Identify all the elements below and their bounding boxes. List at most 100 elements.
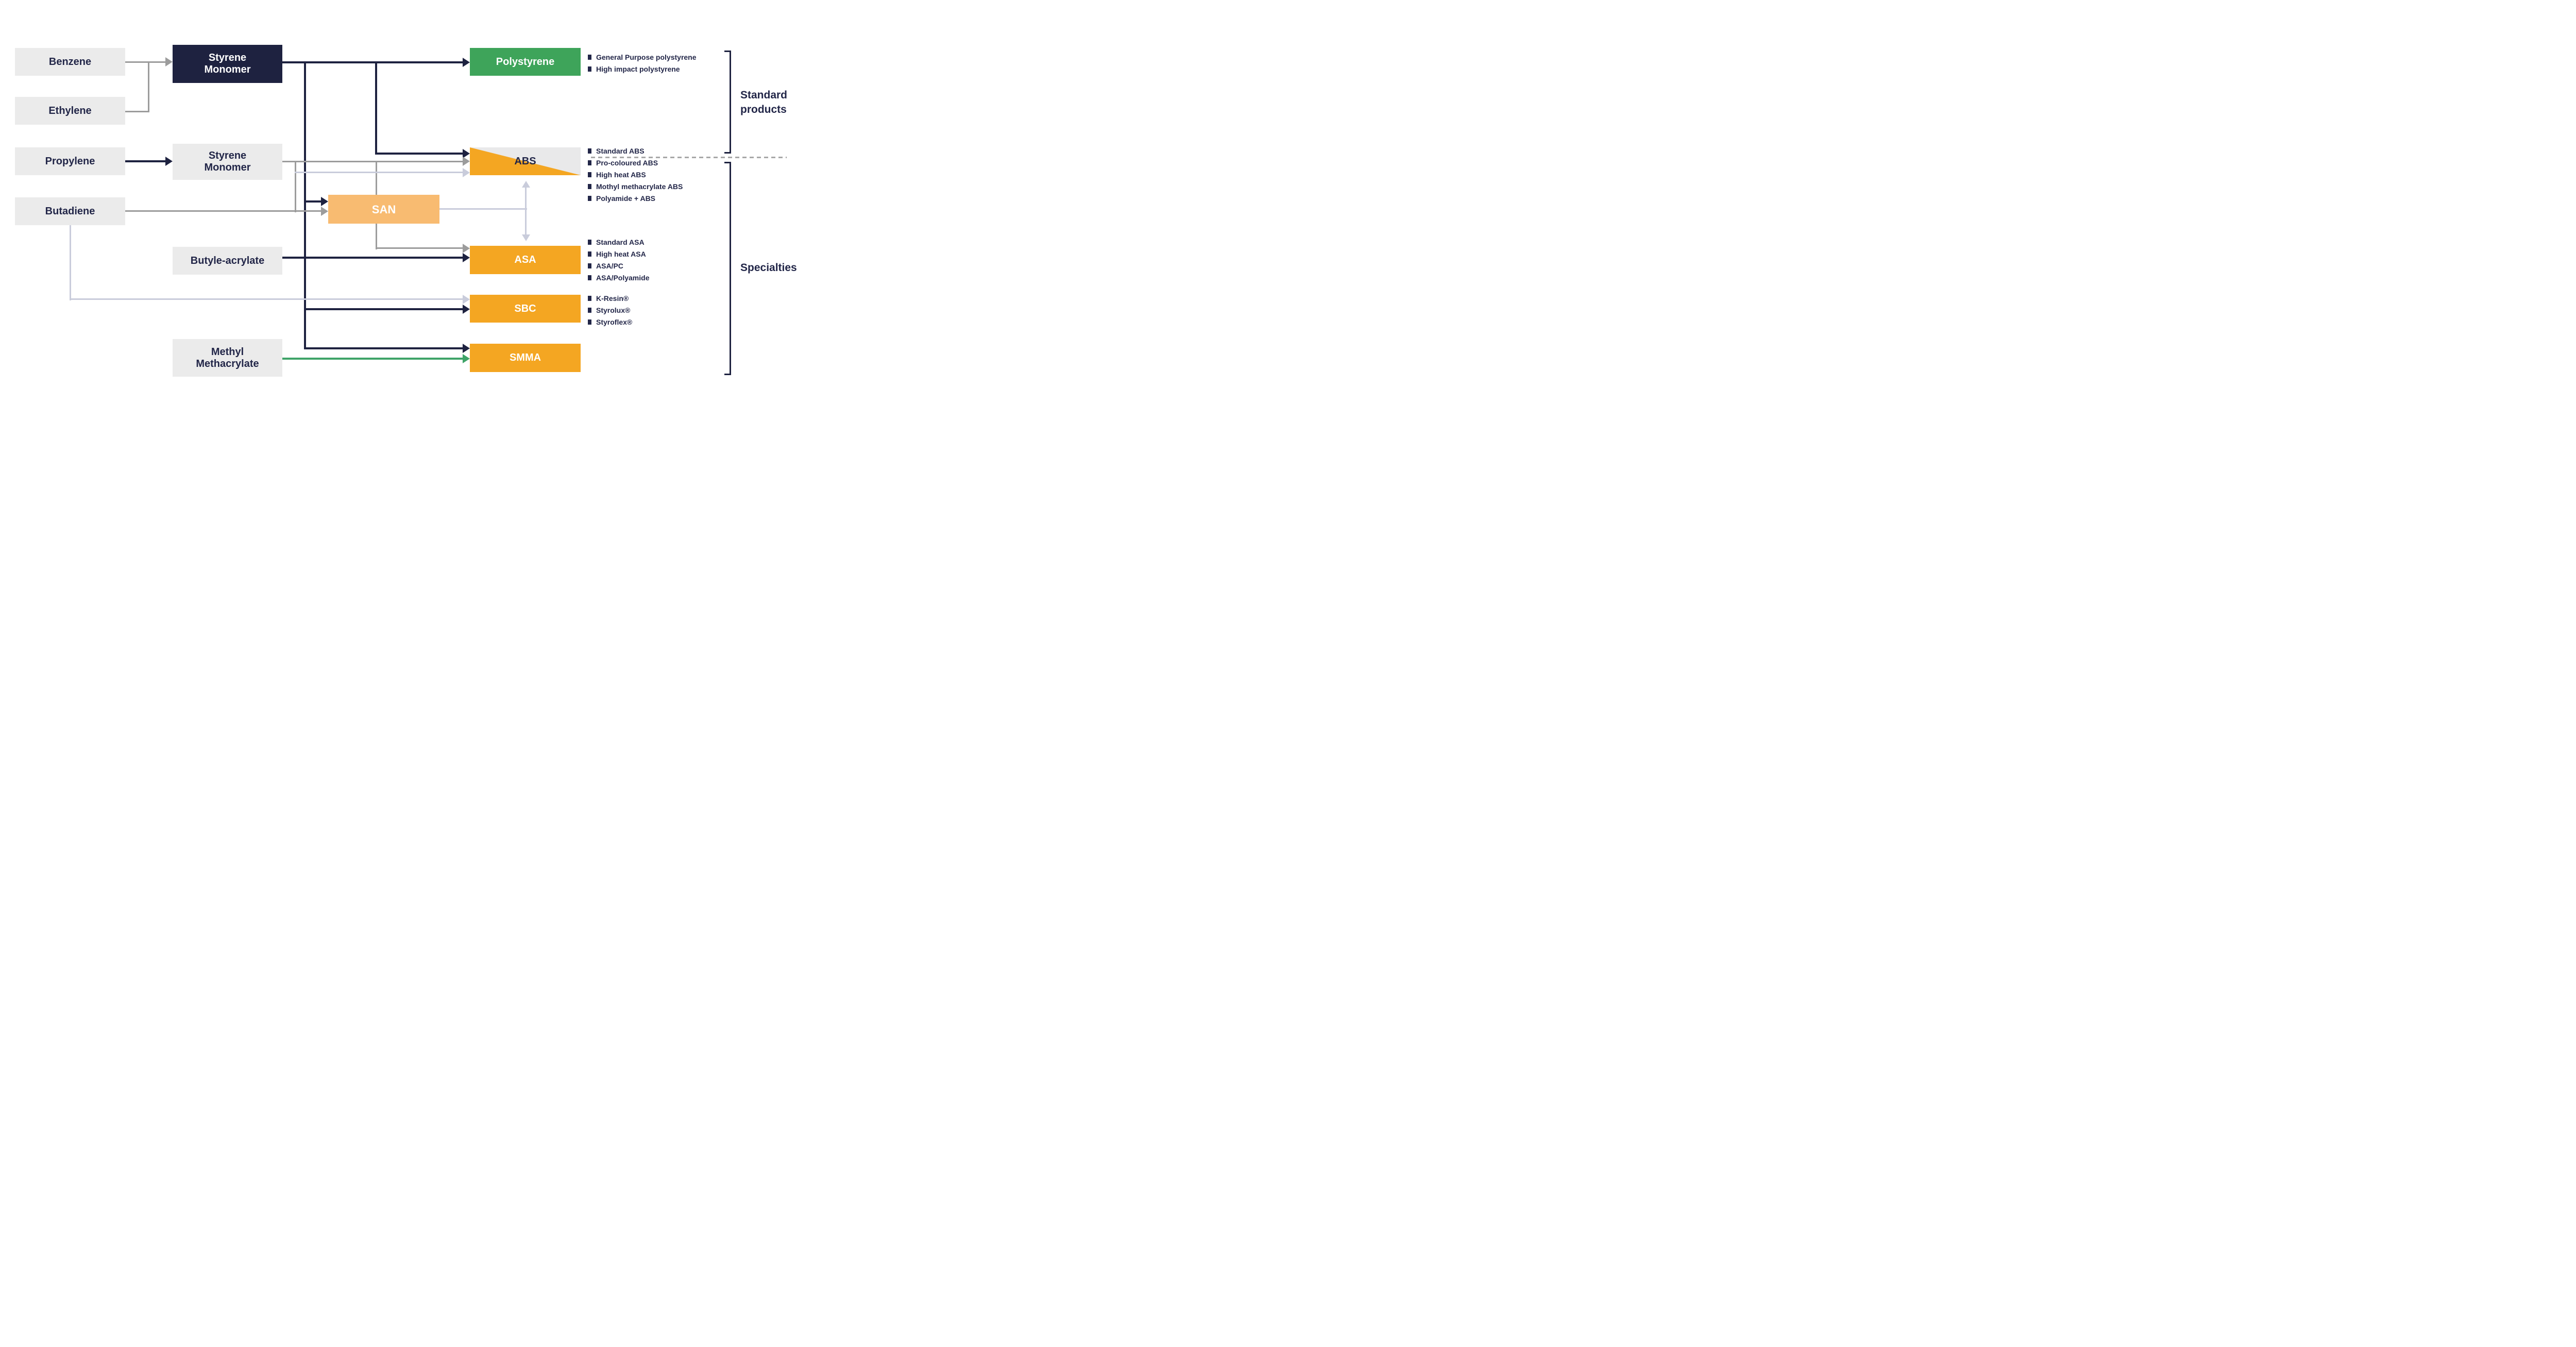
methyl-methacrylate-label: Methyl Methacrylate bbox=[196, 346, 259, 369]
asa-box: ASA bbox=[470, 246, 581, 274]
connector-to-abs-navy bbox=[375, 153, 464, 155]
arrow-into-abs-gray-icon bbox=[463, 157, 470, 166]
standard-products-label: Standard products bbox=[740, 89, 788, 115]
butadiene-box: Butadiene bbox=[15, 197, 125, 225]
arrow-into-abs-navy-icon bbox=[463, 149, 470, 158]
propylene-label: Propylene bbox=[45, 155, 95, 167]
list-item: Standard ASA bbox=[588, 236, 649, 248]
polystyrene-label: Polystyrene bbox=[496, 56, 555, 68]
asa-label: ASA bbox=[514, 254, 536, 265]
list-item: ASA/Polyamide bbox=[588, 272, 649, 283]
list-item: High heat ABS bbox=[588, 169, 683, 180]
list-item: Pro-coloured ABS bbox=[588, 157, 683, 169]
arrow-into-smma-green-icon bbox=[463, 354, 470, 363]
bullet-square-icon bbox=[588, 54, 591, 60]
arrow-into-sbc-navy-icon bbox=[463, 305, 470, 314]
connector-styrene-vertical-abs bbox=[375, 61, 377, 155]
sbc-list: K-Resin® Styrolux® Styroflex® bbox=[588, 292, 632, 328]
butyle-acrylate-box: Butyle-acrylate bbox=[173, 247, 282, 275]
butyle-acrylate-label: Butyle-acrylate bbox=[190, 255, 265, 266]
list-item: High impact polystyrene bbox=[588, 63, 697, 75]
connector-to-abs-lavender bbox=[295, 172, 464, 173]
list-item: ASA/PC bbox=[588, 260, 649, 272]
list-item: Polyamide + ABS bbox=[588, 192, 683, 204]
list-item: K-Resin® bbox=[588, 292, 632, 304]
bullet-square-icon bbox=[588, 263, 591, 268]
bullet-square-icon bbox=[588, 148, 591, 154]
styrene-monomer-top-label: Styrene Monomer bbox=[204, 52, 251, 75]
connector-butadiene-to-san bbox=[125, 210, 323, 212]
abs-list: Standard ABS Pro-coloured ABS High heat … bbox=[588, 145, 683, 204]
arrow-down-asa-icon bbox=[522, 234, 530, 241]
bullet-square-icon bbox=[588, 319, 591, 325]
arrow-into-abs-lavender-icon bbox=[463, 168, 470, 177]
connector-styrene2-to-abs-gray bbox=[282, 161, 464, 162]
specialties-label: Specialties bbox=[740, 262, 797, 274]
ethylene-label: Ethylene bbox=[48, 105, 92, 116]
arrow-into-smma-navy-icon bbox=[463, 344, 470, 353]
list-item: General Purpose polystyrene bbox=[588, 51, 697, 63]
standard-products-bracket bbox=[730, 50, 731, 154]
arrow-into-styrene-monomer2-icon bbox=[165, 157, 173, 166]
bullet-square-icon bbox=[588, 195, 591, 201]
styrenics-flow-diagram: Benzene Ethylene Propylene Butadiene But… bbox=[0, 0, 808, 423]
connector-benzene-out bbox=[125, 61, 166, 63]
bullet-square-icon bbox=[588, 275, 591, 280]
polystyrene-box: Polystyrene bbox=[470, 48, 581, 76]
arrow-up-abs-icon bbox=[522, 181, 530, 188]
arrow-into-san-navy-icon bbox=[321, 197, 328, 206]
connector-to-sbc-lavender bbox=[70, 298, 464, 300]
list-item: Mothyl methacrylate ABS bbox=[588, 180, 683, 192]
abs-box: ABS bbox=[470, 147, 581, 175]
asa-list: Standard ASA High heat ASA ASA/PC ASA/Po… bbox=[588, 236, 649, 283]
butadiene-label: Butadiene bbox=[45, 205, 95, 217]
connector-ethylene-out bbox=[125, 111, 149, 112]
connector-to-asa-gray bbox=[376, 247, 464, 249]
sbc-box: SBC bbox=[470, 295, 581, 323]
specialties-bracket bbox=[730, 162, 731, 375]
arrow-into-polystyrene-icon bbox=[463, 58, 470, 67]
polystyrene-list: General Purpose polystyrene High impact … bbox=[588, 51, 697, 75]
bullet-square-icon bbox=[588, 251, 591, 257]
bullet-square-icon bbox=[588, 172, 591, 177]
list-item: Styrolux® bbox=[588, 304, 632, 316]
connector-abs-asa-exchange bbox=[525, 186, 527, 235]
connector-butadiene-down-lavender bbox=[70, 225, 71, 300]
specialties-bracket-top-foot bbox=[724, 162, 731, 163]
arrow-into-san-gray-icon bbox=[321, 207, 328, 216]
connector-mma-to-smma-green bbox=[282, 358, 464, 360]
connector-to-sbc-navy bbox=[304, 308, 464, 310]
connector-benzene-ethylene-merge bbox=[148, 61, 149, 112]
connector-propylene-out bbox=[125, 160, 166, 162]
connector-styrene-to-polystyrene bbox=[282, 61, 464, 63]
specialties-bracket-bottom-foot bbox=[724, 374, 731, 375]
list-item: High heat ASA bbox=[588, 248, 649, 260]
bullet-square-icon bbox=[588, 295, 591, 301]
bullet-square-icon bbox=[588, 66, 591, 72]
styrene-monomer-middle-label: Styrene Monomer bbox=[204, 150, 251, 173]
connector-styrene-vertical-main bbox=[304, 61, 306, 349]
bullet-square-icon bbox=[588, 307, 591, 313]
sbc-label: SBC bbox=[514, 302, 536, 314]
san-box: SAN bbox=[328, 195, 439, 224]
propylene-box: Propylene bbox=[15, 147, 125, 175]
methyl-methacrylate-box: Methyl Methacrylate bbox=[173, 339, 282, 377]
smma-label: SMMA bbox=[509, 352, 541, 363]
standard-specialty-divider bbox=[591, 157, 787, 158]
standard-products-bracket-bottom-foot bbox=[724, 152, 731, 154]
benzene-label: Benzene bbox=[48, 56, 92, 68]
benzene-box: Benzene bbox=[15, 48, 125, 76]
connector-to-smma-navy bbox=[304, 347, 464, 349]
styrene-monomer-middle-box: Styrene Monomer bbox=[173, 144, 282, 180]
bullet-square-icon bbox=[588, 183, 591, 189]
ethylene-box: Ethylene bbox=[15, 97, 125, 125]
arrow-into-asa-gray-icon bbox=[463, 244, 470, 253]
bullet-square-icon bbox=[588, 239, 591, 245]
standard-products-bracket-top-foot bbox=[724, 50, 731, 52]
bullet-square-icon bbox=[588, 160, 591, 165]
connector-butyle-acrylate-to-asa bbox=[282, 257, 464, 259]
connector-san-output bbox=[439, 208, 527, 210]
list-item: Styroflex® bbox=[588, 316, 632, 328]
connector-to-san-navy bbox=[304, 200, 322, 203]
smma-box: SMMA bbox=[470, 344, 581, 372]
